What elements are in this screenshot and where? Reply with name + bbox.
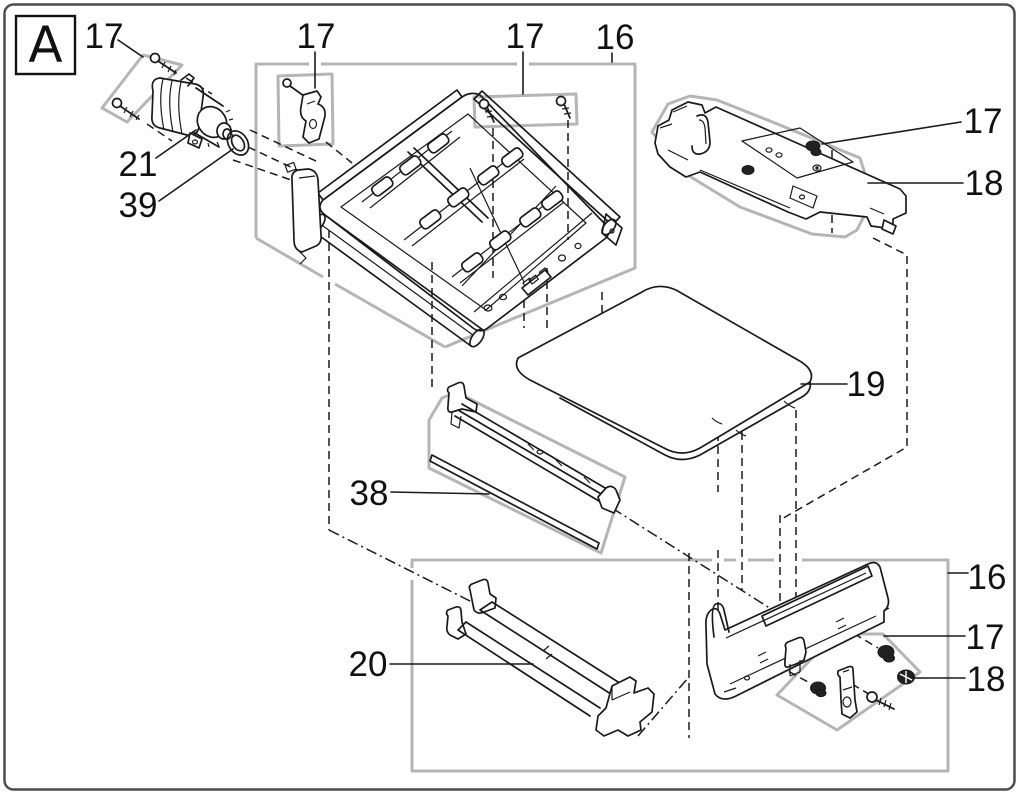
screw-part-motor-a [149, 52, 177, 76]
screw-part-motor-b [111, 97, 140, 121]
callouts: A 17 17 17 16 17 18 21 39 19 38 16 17 18… [14, 14, 1007, 699]
callout-17-frame-screws: 17 [506, 17, 545, 56]
callout-17-left-bracket: 17 [297, 17, 336, 56]
leader-bushing [158, 148, 234, 202]
leader-motor-screws [117, 39, 144, 58]
callout-17-rear-grommet: 17 [964, 102, 1003, 141]
screw-part-base [866, 691, 895, 711]
base-fasteners [810, 645, 915, 719]
deck-rollers [370, 133, 564, 273]
base-handle-part [705, 561, 890, 700]
guide-rail-part [429, 381, 621, 550]
rear-bracket-part [654, 101, 907, 235]
callout-18-rear-bracket: 18 [965, 164, 1004, 203]
screw-part-frame-a [478, 98, 495, 123]
callout-39-bushing: 39 [119, 186, 158, 225]
callout-20-base-rail: 20 [349, 645, 388, 684]
construction-box-left-bracket [276, 72, 335, 148]
callout-38-guide-rail: 38 [350, 474, 389, 513]
leader-guide-rail [390, 491, 490, 495]
leader-rear-grommet [821, 121, 962, 145]
screw-part-frame-b [555, 95, 572, 119]
cover-panel-part [515, 285, 813, 461]
leader-motor [155, 129, 197, 159]
bushing-part [226, 130, 250, 156]
left-bracket-part [282, 78, 326, 144]
callout-16-frame-group: 16 [596, 18, 635, 57]
tray-frame-part [284, 89, 623, 348]
section-label: A [28, 16, 62, 74]
base-rail-part [445, 578, 655, 737]
construction-box-frame-group [254, 62, 637, 349]
latch-bracket-part [836, 665, 858, 719]
callout-17-motor-screws: 17 [85, 17, 124, 56]
callout-16-base-group: 16 [968, 558, 1007, 597]
callout-19-cover-panel: 19 [847, 365, 886, 404]
handle-grip-band [761, 565, 873, 627]
callout-21-motor: 21 [119, 145, 158, 184]
callout-18-base-nut: 18 [967, 660, 1006, 699]
construction-box-frame-screws [472, 92, 579, 129]
grommet-part-b [741, 165, 755, 175]
construction-box-motor-screws [100, 53, 184, 124]
callout-17-base-clip: 17 [966, 618, 1005, 657]
construction-box-base-group [410, 558, 950, 773]
section-label-box [14, 14, 77, 76]
construction-boxes [100, 53, 950, 773]
motor-part [151, 73, 234, 149]
